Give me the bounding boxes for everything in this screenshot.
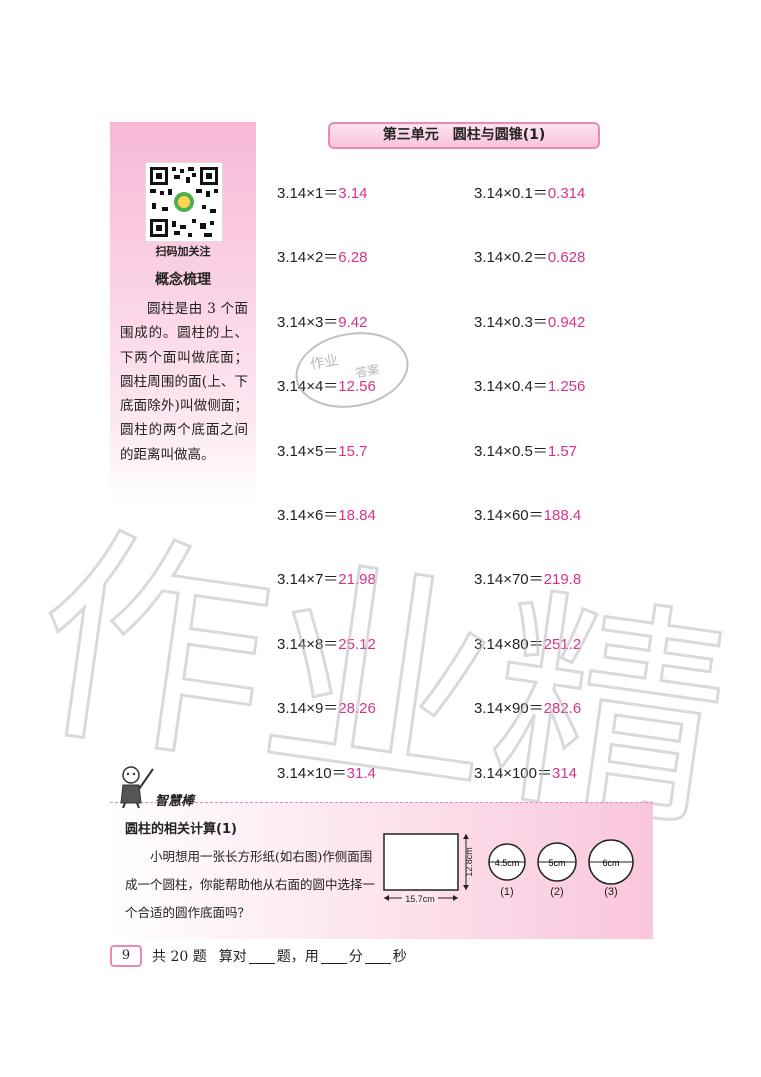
footer-minute-unit: 分 [348,949,363,965]
circle-option-3[interactable]: 6cm [587,838,635,886]
equation-answer[interactable]: 28.26 [338,700,376,718]
concept-sidebar: 扫码加关注 概念梳理 圆柱是由 3 个面围成的。圆柱的上、下两个面叫做底面；圆柱… [110,122,256,502]
footer-total: 共 20 题 [152,949,207,965]
equation-question: 3.14×0.2＝ [474,249,548,267]
seconds-blank[interactable] [364,949,391,964]
equation-question: 3.14×1＝ [277,185,339,202]
equation-question: 3.14×7＝ [277,571,339,589]
equation-left-8: 3.14×8＝25.12 [277,633,376,654]
circle-option-label: (3) [604,886,618,898]
footer-second-unit: 秒 [392,949,407,965]
equation-question: 3.14×5＝ [277,442,339,460]
equation-answer[interactable]: 314 [551,764,578,782]
equation-left-4: 3.14×4＝12.56 [277,375,376,396]
equation-question: 3.14×0.1＝ [474,185,548,202]
equation-right-4: 3.14×0.4＝1.256 [474,375,585,396]
teacher-mascot-icon [120,766,154,809]
footer-correct: 算对 [218,949,247,965]
equation-left-10: 3.14×10＝31.4 [277,762,376,783]
equation-question: 3.14×100＝ [474,764,552,782]
equation-answer[interactable]: 0.314 [547,185,586,202]
equation-question: 3.14×8＝ [277,635,339,653]
equation-question: 3.14×80＝ [474,635,544,653]
unit-title: 第三单元 圆柱与圆锥(1) [328,122,600,149]
equation-answer[interactable]: 31.4 [346,764,376,782]
equation-answer[interactable]: 18.84 [338,507,376,524]
equation-question: 3.14×2＝ [277,249,339,267]
equation-answer[interactable]: 6.28 [338,249,368,267]
equation-question: 3.14×60＝ [474,507,544,524]
equation-left-3: 3.14×3＝9.42 [277,311,368,332]
equation-answer[interactable]: 188.4 [543,507,582,524]
equation-answer[interactable]: 0.628 [547,249,586,267]
equation-answer[interactable]: 21.98 [338,571,376,589]
brain-tag: 智慧棒 [155,794,195,809]
equation-right-9: 3.14×90＝282.6 [474,697,581,718]
equation-answer[interactable]: 12.56 [338,378,376,396]
footer-question-unit: 题，用 [276,949,319,965]
circle-diameter-label: 4.5cm [495,858,520,868]
circle-option-label: (2) [550,886,564,898]
equation-answer[interactable]: 3.14 [338,185,368,202]
equation-right-2: 3.14×0.2＝0.628 [474,246,585,267]
concept-title: 概念梳理 [155,272,211,288]
circle-option-label: (1) [500,886,514,898]
concept-text: 圆柱是由 3 个面围成的。圆柱的上、下两个面叫做底面；圆柱周围的面(上、下底面除… [120,301,248,463]
equation-question: 3.14×6＝ [277,507,339,524]
rectangle-paper-figure: 15.7cm 12.8cm [383,833,474,904]
equation-right-1: 3.14×0.1＝0.314 [474,182,585,203]
correct-count-blank[interactable] [248,949,275,964]
equation-answer[interactable]: 219.8 [543,571,582,589]
minutes-blank[interactable] [320,949,347,964]
equation-left-2: 3.14×2＝6.28 [277,246,368,267]
circle-diameter-label: 5cm [548,858,565,868]
watermark-stamp-top: 作业 [309,352,339,373]
equation-right-3: 3.14×0.3＝0.942 [474,311,585,332]
problem-title: 圆柱的相关计算(1) [125,822,237,837]
equation-left-7: 3.14×7＝21.98 [277,568,376,589]
equation-answer[interactable]: 1.57 [547,442,578,460]
equation-right-6: 3.14×60＝188.4 [474,504,581,525]
equation-answer[interactable]: 251.2 [543,635,582,653]
equation-answer[interactable]: 15.7 [338,442,368,460]
equation-right-5: 3.14×0.5＝1.57 [474,440,577,461]
equation-answer[interactable]: 282.6 [543,700,582,718]
equation-question: 3.14×10＝ [277,764,347,782]
equation-right-10: 3.14×100＝314 [474,762,577,783]
rect-height-label: 12.8cm [464,847,474,877]
equation-left-6: 3.14×6＝18.84 [277,504,376,525]
qr-caption: 扫码加关注 [155,245,211,258]
rect-width-label: 15.7cm [405,894,435,904]
equation-answer[interactable]: 0.942 [547,313,586,331]
circle-diameter-label: 6cm [602,858,619,868]
equation-left-5: 3.14×5＝15.7 [277,440,368,461]
qr-code[interactable] [145,162,223,242]
problem-text: 小明想用一张长方形纸(如右图)作侧面围成一个圆柱，你能帮助他从右面的圆中选择一个… [125,849,376,920]
equation-right-8: 3.14×80＝251.2 [474,633,581,654]
equation-left-1: 3.14×1＝3.14 [277,182,368,203]
footer: 9 共 20 题 算对 题，用 分 秒 [110,945,407,967]
equation-question: 3.14×3＝ [277,313,339,331]
equation-question: 3.14×0.5＝ [474,442,548,460]
equation-question: 3.14×90＝ [474,700,544,718]
equation-right-7: 3.14×70＝219.8 [474,568,581,589]
equation-question: 3.14×0.3＝ [474,313,548,331]
equation-left-9: 3.14×9＝28.26 [277,697,376,718]
equation-question: 3.14×9＝ [277,700,339,718]
equation-question: 3.14×70＝ [474,571,544,589]
equation-answer[interactable]: 9.42 [338,313,368,331]
equation-answer[interactable]: 1.256 [547,378,586,396]
equation-question: 3.14×0.4＝ [474,378,548,396]
circle-option-2[interactable]: 5cm [536,841,578,883]
page-number: 9 [110,945,142,967]
equation-question: 3.14×4＝ [277,378,339,396]
circle-option-1[interactable]: 4.5cm [487,842,527,882]
equation-answer[interactable]: 25.12 [338,635,376,653]
